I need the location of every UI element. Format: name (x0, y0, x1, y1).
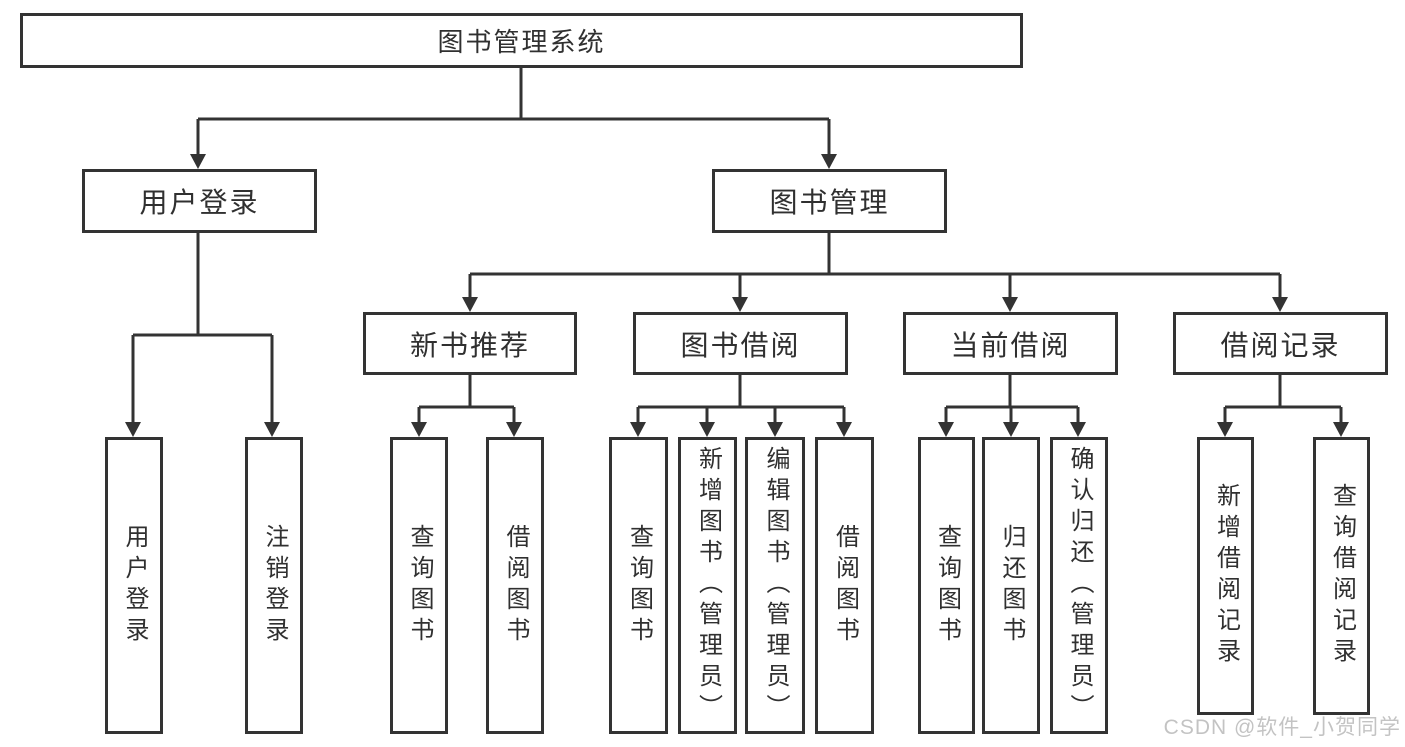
leaf-borrow-books: 借阅图书 (815, 437, 874, 734)
leaf-label: 用户登录 (121, 523, 148, 648)
leaf-label: 归还图书 (998, 523, 1025, 648)
leaf-label: 编辑图书（管理员） (762, 446, 789, 725)
leaf-query-books: 查询图书 (390, 437, 448, 734)
leaf-label: 借阅图书 (502, 523, 529, 648)
leaf-query-books: 查询图书 (609, 437, 668, 734)
leaf-add-borrow-record: 新增借阅记录 (1197, 437, 1254, 715)
node-book-management: 图书管理 (712, 169, 947, 233)
leaf-query-books: 查询图书 (918, 437, 975, 734)
leaf-label: 查询图书 (406, 523, 433, 648)
leaf-label: 新增图书（管理员） (694, 446, 722, 725)
node-current-borrowing: 当前借阅 (903, 312, 1118, 375)
leaf-add-books-admin: 新增图书（管理员） (678, 437, 737, 734)
leaf-edit-books-admin: 编辑图书（管理员） (745, 437, 805, 734)
leaf-label: 新增借阅记录 (1212, 483, 1240, 669)
leaf-logout: 注销登录 (245, 437, 303, 734)
leaf-label: 借阅图书 (831, 523, 859, 648)
leaf-label: 确认归还（管理员） (1066, 446, 1093, 725)
node-root-book-management-system: 图书管理系统 (20, 13, 1023, 68)
leaf-query-borrow-record: 查询借阅记录 (1313, 437, 1370, 715)
leaf-confirm-return-admin: 确认归还（管理员） (1050, 437, 1108, 734)
node-new-book-recommendation: 新书推荐 (363, 312, 577, 375)
leaf-borrow-books: 借阅图书 (486, 437, 544, 734)
node-book-borrowing: 图书借阅 (633, 312, 848, 375)
leaf-user-login: 用户登录 (105, 437, 163, 734)
leaf-return-books: 归还图书 (982, 437, 1040, 734)
node-user-login: 用户登录 (82, 169, 317, 233)
csdn-watermark: CSDN @软件_小贺同学 (1163, 716, 1401, 739)
leaf-label: 查询图书 (625, 523, 653, 648)
leaf-label: 查询图书 (933, 523, 961, 648)
leaf-label: 查询借阅记录 (1328, 483, 1356, 669)
leaf-label: 注销登录 (261, 523, 288, 648)
node-borrowing-records: 借阅记录 (1173, 312, 1388, 375)
